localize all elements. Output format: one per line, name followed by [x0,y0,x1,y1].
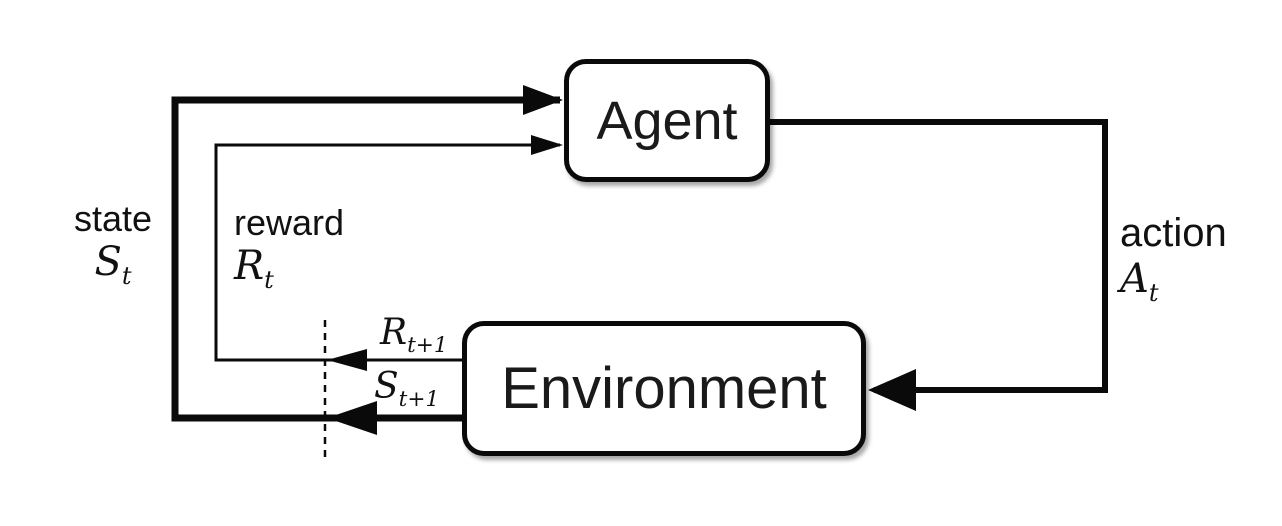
state-label: state St [58,198,168,291]
action-word: action [1120,211,1227,255]
next-reward-arrowhead [327,349,367,371]
reward-word: reward [234,202,345,243]
state-symbol: St [94,239,132,291]
action-into-environment-arrowhead [868,369,916,411]
state-into-agent-arrowhead [523,85,563,115]
reward-symbol: Rt [234,243,274,295]
action-label: action At [1120,210,1227,308]
environment-node-label: Environment [501,356,827,421]
agent-node: Agent [564,59,770,182]
action-symbol: At [1120,256,1159,307]
reward-label: reward Rt [234,202,344,295]
next-state-label: St+1 [374,366,440,413]
state-word: state [73,198,153,239]
agent-node-label: Agent [596,90,738,151]
next-state-arrowhead [327,401,377,435]
state-edge-line [171,96,560,422]
action-edge-line [770,119,1108,393]
environment-node: Environment [462,321,866,456]
reward-into-agent-arrowhead [531,135,563,155]
next-reward-label: Rt+1 [380,312,448,359]
